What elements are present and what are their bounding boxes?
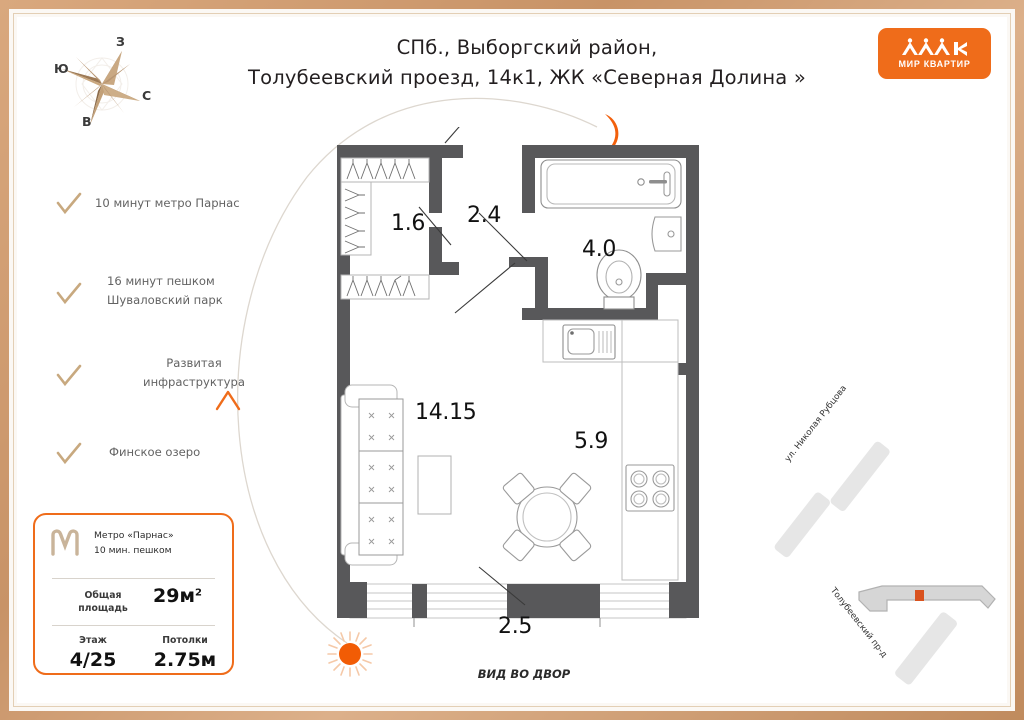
check-icon [56,192,82,215]
plan-canvas: СПб., Выборгский район, Толубеевский про… [17,17,1007,703]
compass-label-north: З [116,34,125,49]
area-unit-superscript: 2 [194,587,202,599]
metro-text: Метро «Парнас» 10 мин. пешком [94,528,174,558]
check-icon [56,442,82,465]
decorative-frame-line [13,13,1011,707]
metro-station-name: Метро «Парнас» [94,530,174,541]
feature-label-1: 10 минут метро Парнас [95,196,240,210]
room-area-balcony: 2.5 [498,614,533,639]
room-area-hallway: 1.6 [391,211,426,236]
check-icon [56,364,82,387]
metro-m-icon [51,529,79,556]
area-value: 29м2 [153,585,202,607]
view-direction-note: ВИД ВО ДВОР [477,667,571,681]
compass-star-icon [62,51,140,125]
sun-icon [327,631,373,677]
card-divider-1 [52,578,215,579]
floor-label: Этаж [79,635,107,646]
logo-zigzag-icon [901,38,967,56]
room-area-living: 14.15 [415,400,477,425]
location-minimap[interactable]: ул. Николая Рубцова Толубеевский пр-д [752,384,1007,702]
compass-rose: З Ю С В [44,29,164,139]
compass-label-south: В [82,114,92,129]
page-title: СПб., Выборгский район, Толубеевский про… [227,33,827,93]
highlighted-building [858,585,996,612]
card-divider-2 [52,625,215,626]
compass-label-west: Ю [54,61,69,76]
compass-label-east: С [142,88,152,103]
building-marker [915,590,924,601]
check-icon [56,282,82,305]
feature-label-3: Развитая инфраструктура [143,356,245,389]
ceiling-value: 2.75м [153,649,217,671]
feature-label-2: 16 минут пешком Шуваловский парк [107,274,223,307]
chevron-up-icon [215,390,241,411]
floor-value: 4/25 [69,649,117,671]
title-line-1: СПб., Выборгский район, [396,36,658,59]
crescent-moon-icon [604,114,619,154]
room-area-corridor: 2.4 [467,203,502,228]
title-line-2: Толубеевский проезд, 14к1, ЖК «Северная … [248,66,806,89]
minimap-drawing [774,441,996,685]
room-area-kitchen: 5.9 [574,429,609,454]
brand-logo[interactable]: МИР КВАРТИР [878,28,991,79]
property-info-card: Метро «Парнас» 10 мин. пешком Общая площ… [33,513,234,675]
room-area-bathroom: 4.0 [582,237,617,262]
floor-plan-drawing [337,127,699,627]
feature-label-4: Финское озеро [109,445,201,459]
ceiling-label: Потолки [162,635,208,646]
area-label: Общая площадь [78,590,128,614]
floor-plan: 1.6 2.4 4.0 14.15 5.9 2.5 ВИД ВО ДВОР [319,127,719,681]
logo-text: МИР КВАРТИР [898,59,971,69]
metro-info: Метро «Парнас» 10 мин. пешком [49,528,174,558]
metro-walk-time: 10 мин. пешком [94,545,172,556]
